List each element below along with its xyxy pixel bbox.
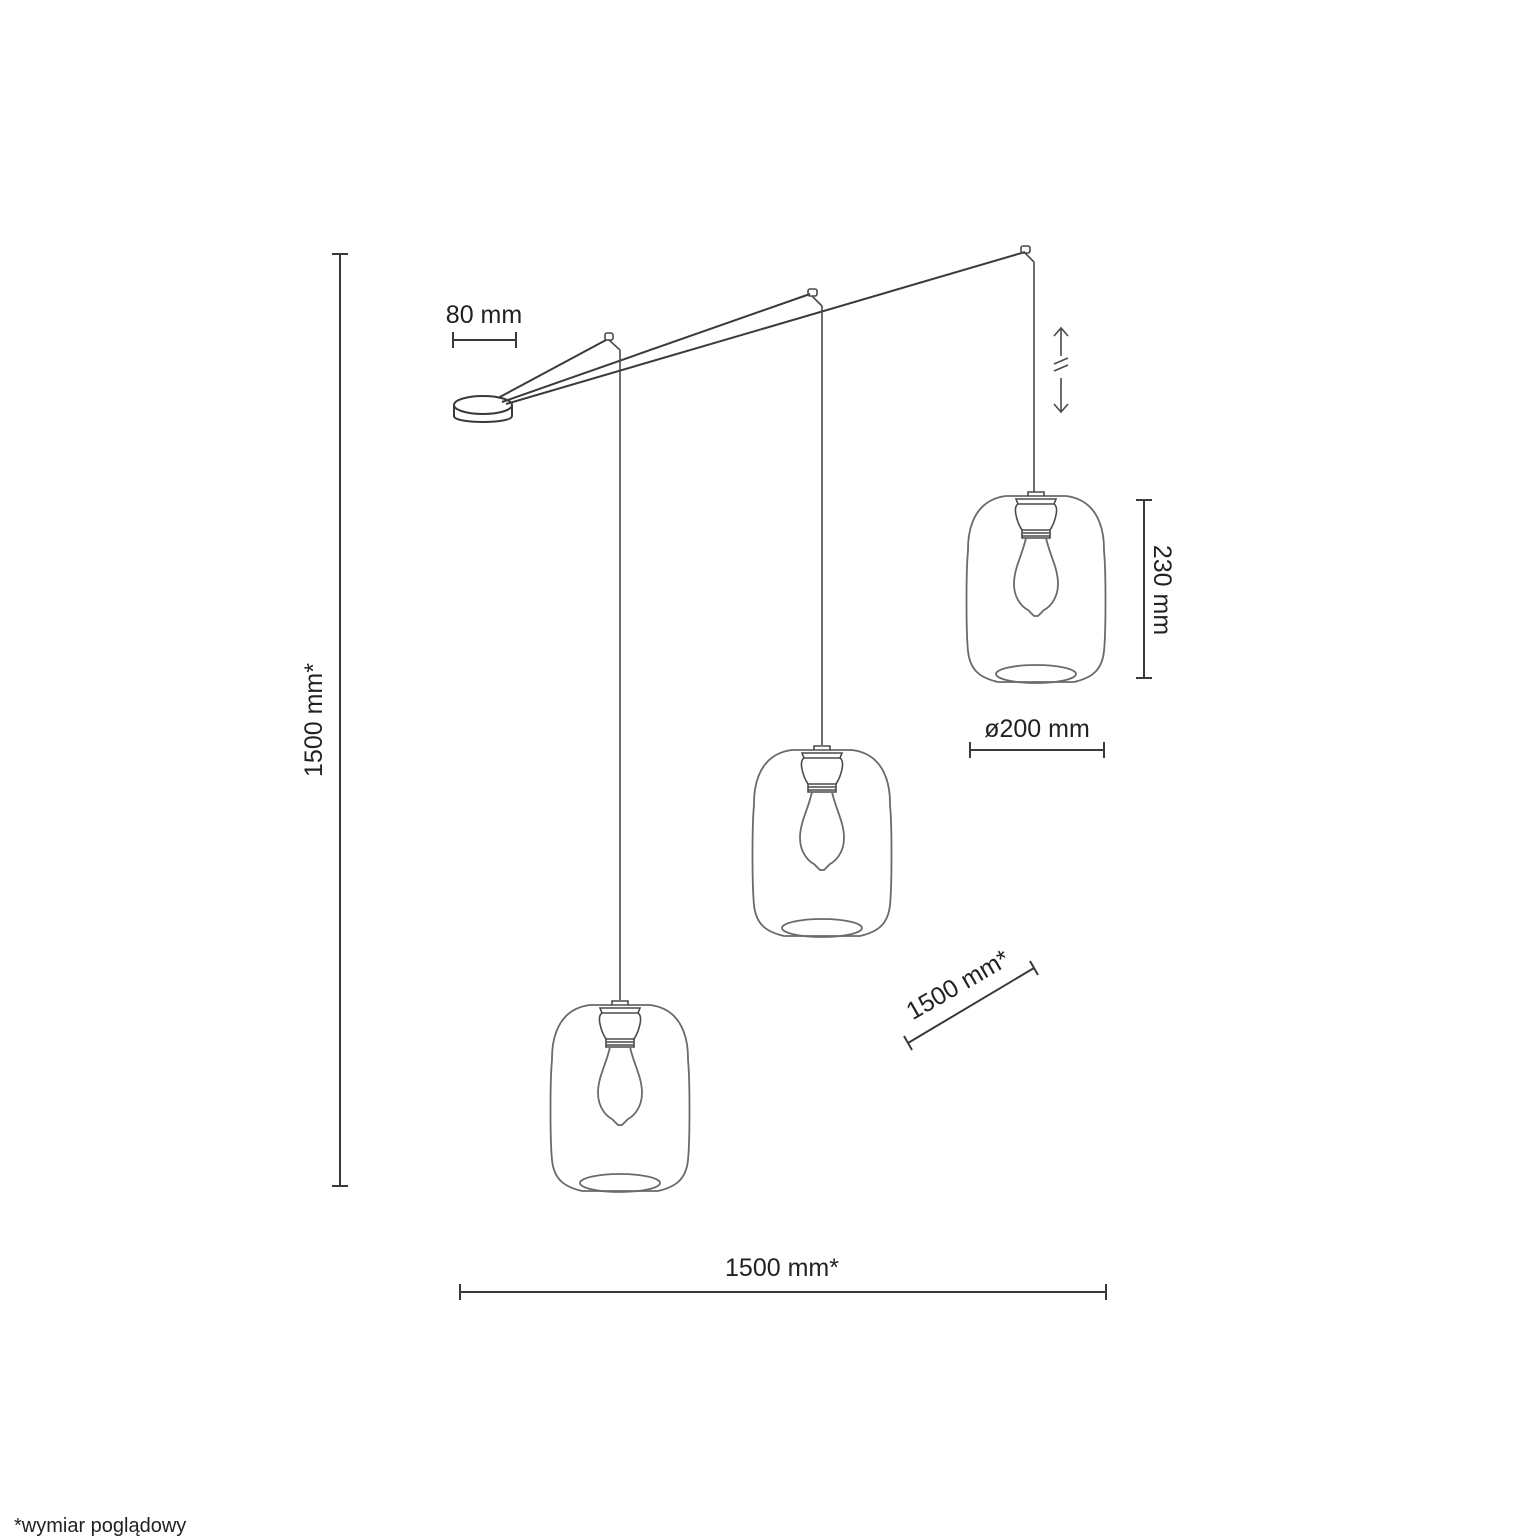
canopy-width-label: 80 mm — [446, 301, 522, 329]
shade-diameter-dimension: ø200 mm — [969, 715, 1105, 758]
width-dimension: 1500 mm* — [459, 1254, 1107, 1300]
pendant-lamp-icon — [965, 491, 1107, 684]
adjustable-height-arrow-icon — [1053, 326, 1069, 414]
suspension-arms — [497, 245, 1035, 405]
shade-height-label: 230 mm — [1148, 545, 1176, 635]
shade-height-dimension: 230 mm — [1136, 499, 1176, 679]
pendant-lamp-icon — [751, 745, 893, 938]
pendant-cables — [619, 262, 1035, 1000]
width-label: 1500 mm* — [725, 1254, 839, 1282]
canopy-icon — [453, 395, 513, 423]
height-dimension: 1500 mm* — [300, 253, 348, 1187]
canopy-width-dimension: 80 mm — [446, 301, 522, 348]
pendant-lamp-icon — [549, 1000, 691, 1193]
height-label: 1500 mm* — [300, 663, 328, 777]
shade-diameter-label: ø200 mm — [984, 715, 1090, 743]
cable-length-dimension: 1500 mm* — [902, 944, 1039, 1051]
footnote: *wymiar poglądowy — [14, 1515, 186, 1537]
